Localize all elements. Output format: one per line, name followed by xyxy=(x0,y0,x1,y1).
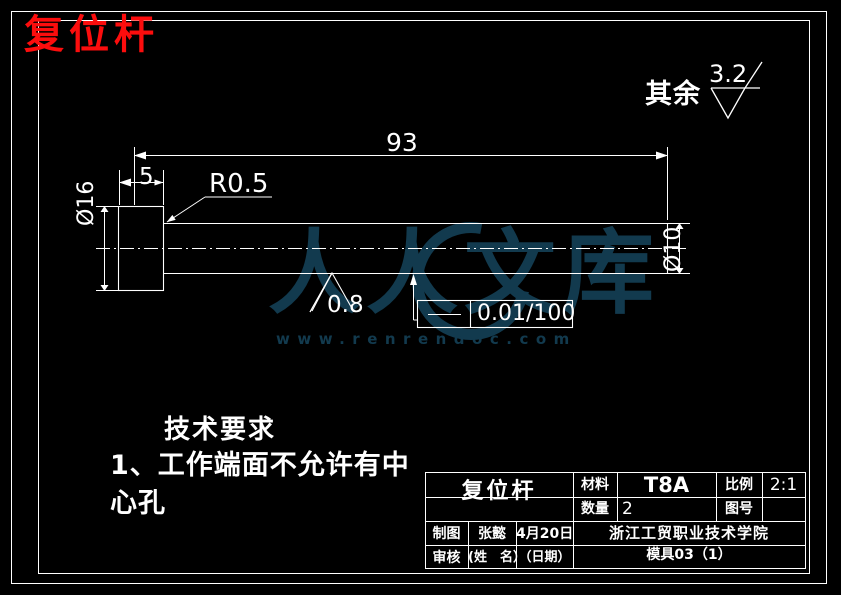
title-block-scale-value: 2:1 xyxy=(769,475,798,495)
title-block-class-code: 模具03（1） xyxy=(646,547,732,563)
title-block-drawn-label: 制图 xyxy=(432,526,461,542)
title-block-part-name: 复位杆 xyxy=(461,479,537,504)
title-block-material-value: T8A xyxy=(643,473,690,497)
overlay-title: 复位杆 xyxy=(24,12,159,58)
title-block-name-label: (姓 名） xyxy=(468,550,526,565)
title-block-drawing-no-label: 图号 xyxy=(725,501,753,517)
title-block-quantity-value: 2 xyxy=(622,499,633,519)
title-block-institution: 浙江工贸职业技术学院 xyxy=(608,524,769,542)
title-block-checked-label: 审核 xyxy=(432,550,461,566)
title-block-drawn-date: 4月20日 xyxy=(516,526,574,542)
title-block-scale-label: 比例 xyxy=(725,477,753,493)
title-block-drawn-by: 张懿 xyxy=(478,526,506,542)
title-block-material-label: 材料 xyxy=(581,477,609,493)
title-block-date-label: （日期） xyxy=(518,550,571,565)
title-block-quantity-label: 数量 xyxy=(581,501,609,517)
